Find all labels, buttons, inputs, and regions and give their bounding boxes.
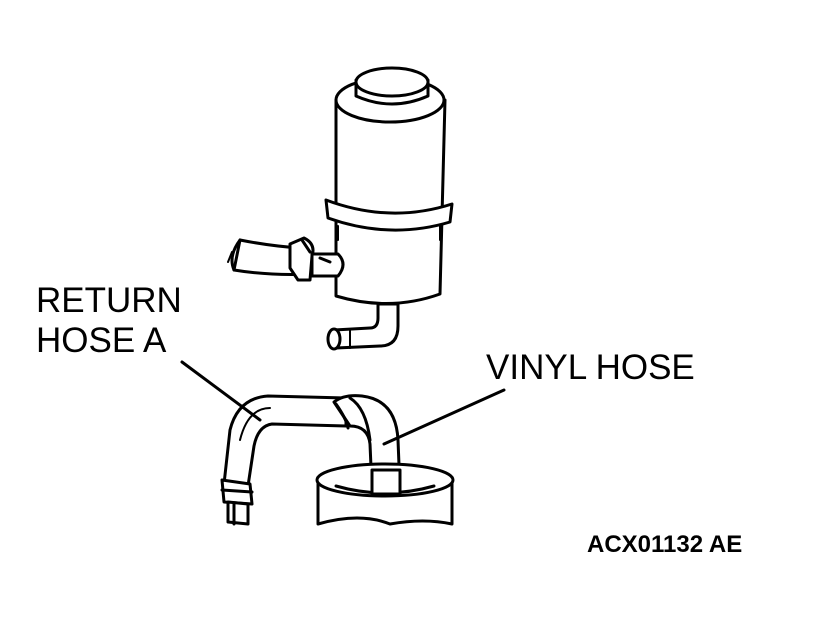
leader-line-vinyl-hose (382, 388, 506, 446)
return-hose-label-line1: RETURN (36, 281, 182, 320)
return-hose-a (220, 394, 348, 526)
return-hose-label-line2: HOSE A (36, 321, 167, 360)
reservoir-tank (324, 66, 454, 306)
figure-code: ACX01132 AE (587, 531, 743, 558)
bottom-elbow-nipple (326, 302, 400, 351)
side-outlet-hose (227, 236, 345, 282)
leader-line-return-hose (180, 360, 262, 422)
vinyl-hose-label: VINYL HOSE (486, 348, 695, 387)
container (315, 462, 455, 526)
